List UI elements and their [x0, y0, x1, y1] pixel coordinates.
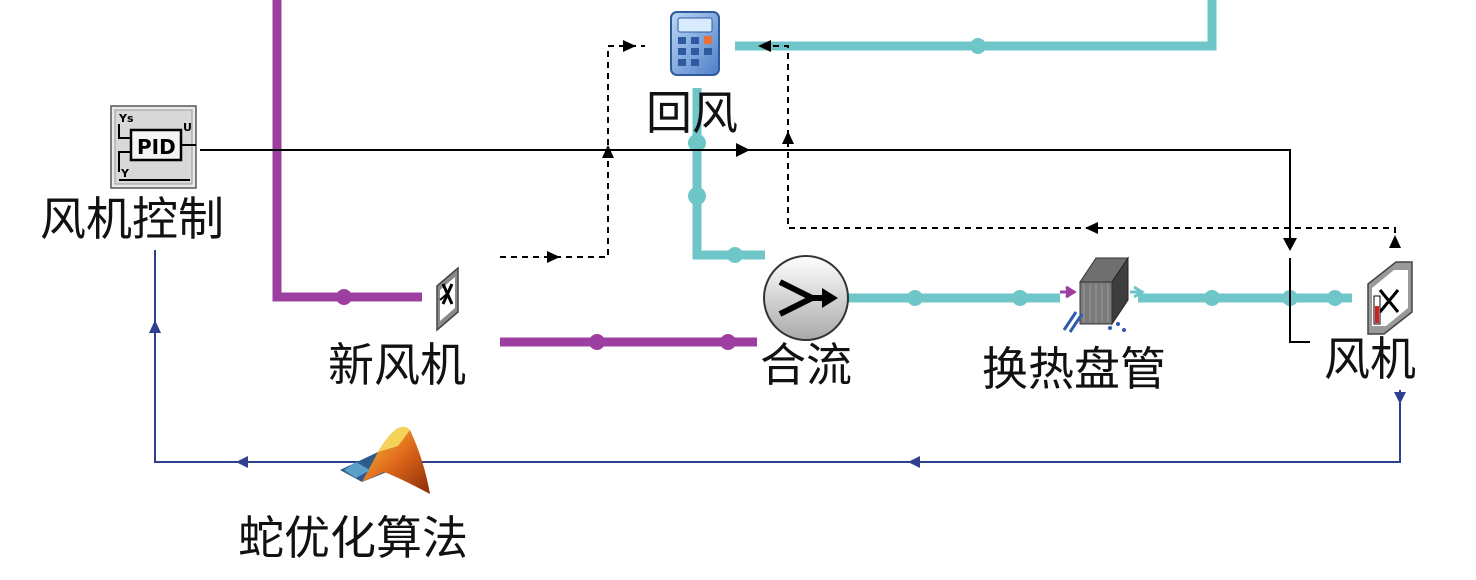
pid-u-label: U [183, 121, 192, 134]
fresh-air-fan-label: 新风机 [328, 338, 466, 392]
fan-label: 风机 [1324, 332, 1416, 386]
merge-icon[interactable] [763, 255, 849, 341]
signal-arrowheads [736, 143, 1297, 251]
fresh-air-pipe-joints [336, 289, 736, 350]
fan-icon[interactable] [1367, 261, 1413, 335]
merge-label: 合流 [760, 338, 852, 392]
fan-control-label: 风机控制 [40, 192, 224, 246]
return-air-label: 回风 [646, 86, 738, 140]
optimization-loop-line [154, 250, 1401, 463]
pid-title-label: PID [137, 135, 176, 159]
matlab-logo-icon[interactable] [340, 426, 430, 494]
heat-exchanger-coil-icon[interactable] [1060, 256, 1145, 333]
sensor-arrowheads [547, 40, 1401, 263]
heat-exchange-coil-label: 换热盘管 [982, 342, 1166, 396]
calculator-icon[interactable] [670, 11, 720, 76]
fresh-air-fan-icon[interactable] [436, 266, 459, 332]
pid-controller-icon[interactable]: Ys PID U Y [110, 105, 197, 189]
pid-ys-label: Ys [118, 112, 134, 125]
optimization-arrowheads [149, 320, 1406, 468]
sensor-dashed-line [500, 45, 1396, 258]
snake-optimization-label: 蛇优化算法 [238, 511, 468, 565]
control-signal-line [200, 149, 1310, 343]
pid-y-label: Y [120, 167, 130, 180]
fresh-air-pipe [272, 0, 757, 347]
